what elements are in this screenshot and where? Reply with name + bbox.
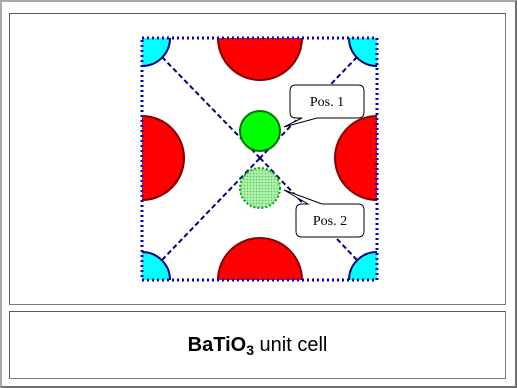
caption-cell: BaTiO3 unit cell: [9, 311, 506, 379]
caption-text: BaTiO3 unit cell: [188, 334, 328, 357]
titanium-atom-pos2: [239, 167, 281, 209]
oxygen-atom-left: [142, 115, 185, 201]
barium-atom-tl: [142, 38, 171, 67]
oxygen-atom-top: [217, 38, 303, 81]
formula-prefix: BaTiO: [187, 333, 247, 356]
batio3-unit-cell-diagram: Pos. 1 Pos. 2: [140, 36, 379, 282]
barium-atom-br: [348, 251, 377, 280]
callout-pos1: Pos. 1: [283, 84, 365, 128]
callout-pos2: Pos. 2: [283, 189, 365, 238]
titanium-atom-pos1: [239, 110, 281, 152]
barium-atom-tr: [348, 38, 377, 67]
callout-pos1-label: Pos. 1: [310, 95, 344, 110]
oxygen-atom-right: [334, 115, 377, 201]
callout-pos2-label: Pos. 2: [313, 214, 347, 229]
formula-subscript: 3: [246, 341, 254, 358]
caption-suffix: unit cell: [253, 333, 328, 356]
barium-atom-bl: [142, 251, 171, 280]
oxygen-atom-bottom: [217, 237, 303, 280]
unit-cell-boundary: [140, 36, 379, 282]
